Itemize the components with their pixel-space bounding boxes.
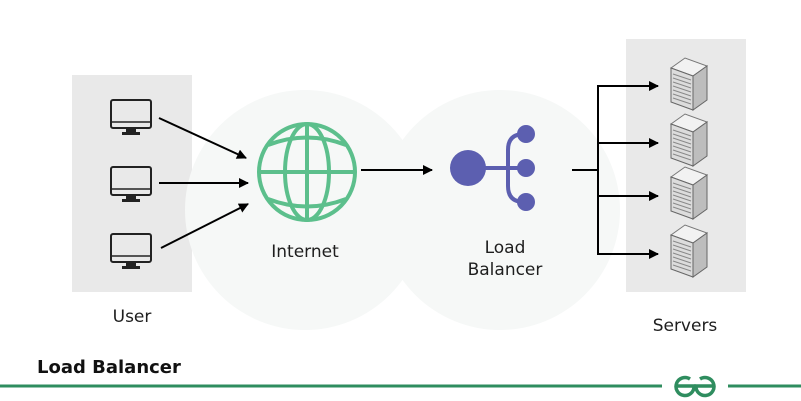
arrow-user1-internet — [158, 117, 247, 159]
internet-label: Internet — [271, 242, 339, 262]
gfg-logo-icon — [674, 375, 716, 398]
load-balancer-icon — [450, 125, 535, 211]
server-icon — [669, 166, 709, 220]
server-icon — [669, 57, 709, 111]
distribution-connector — [572, 85, 599, 255]
globe-icon — [257, 122, 357, 222]
user-label: User — [112, 307, 152, 327]
server-icon — [669, 224, 709, 278]
monitor-icon — [110, 166, 152, 202]
servers-label: Servers — [652, 316, 718, 336]
watermark-shape — [380, 90, 620, 330]
load-balancer-label-line1: Load — [484, 238, 526, 258]
monitor-icon — [110, 99, 152, 135]
arrow-user3-internet — [160, 203, 249, 249]
monitor-icon — [110, 233, 152, 269]
load-balancer-label: Load Balancer — [450, 237, 560, 281]
load-balancer-label-line2: Balancer — [467, 260, 543, 280]
footer-title: Load Balancer — [37, 357, 181, 378]
server-icon — [669, 113, 709, 167]
